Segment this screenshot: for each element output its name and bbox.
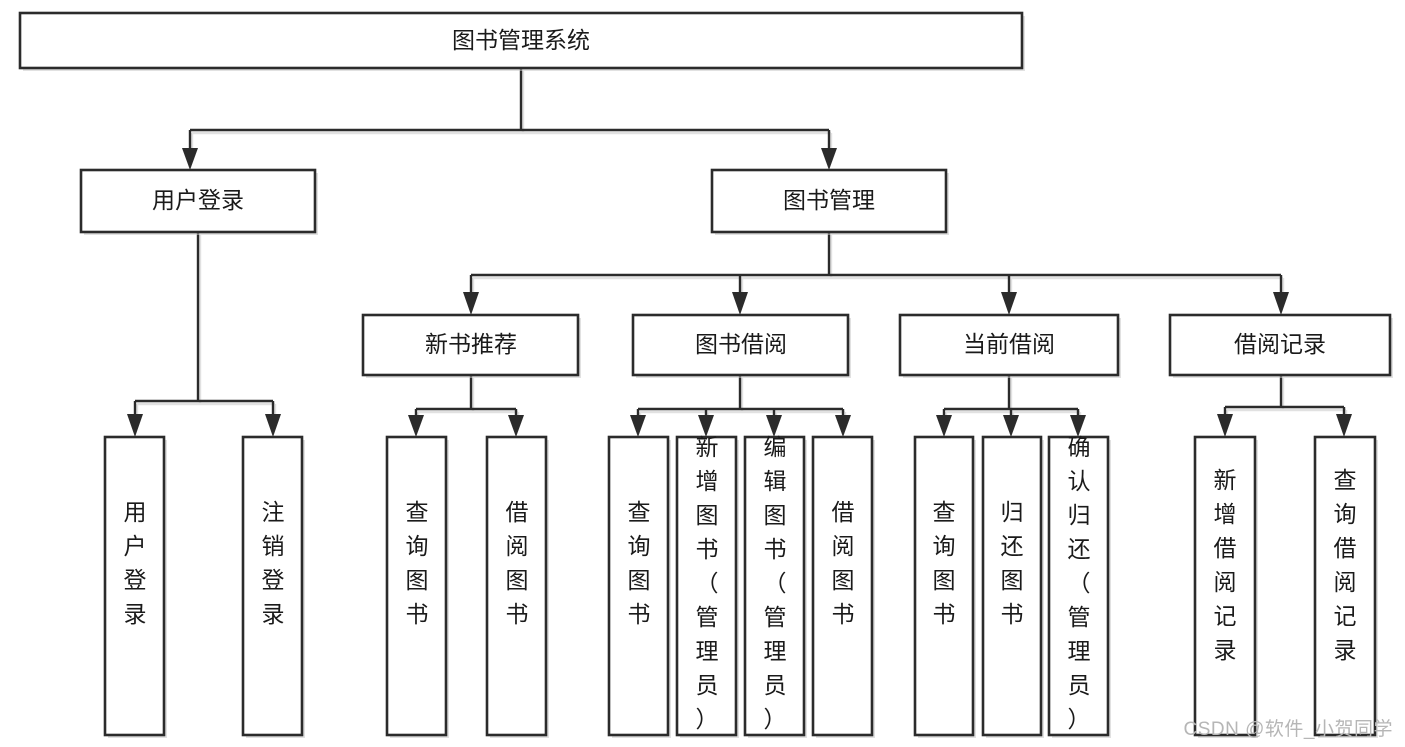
leaf-query-book-recommend-label: 查询图书 <box>406 499 429 627</box>
connector-user-login-to-leaves <box>127 232 281 437</box>
node-root-label: 图书管理系统 <box>452 27 590 53</box>
arrow-to-leaf-edit-book <box>766 415 782 437</box>
leaf-edit-book-label: 编辑图书（管理员） <box>764 434 787 732</box>
leaf-query-book-borrow-label: 查询图书 <box>628 499 651 627</box>
arrow-to-new-book-recommend <box>463 292 479 315</box>
leaf-return-book[interactable]: 归还图书 <box>981 435 1044 738</box>
leaf-add-book[interactable]: 新增图书（管理员） <box>675 434 739 738</box>
leaf-confirm-return-label: 确认归还（管理员） <box>1068 434 1091 732</box>
leaf-logout-label: 注销登录 <box>262 499 285 627</box>
node-book-borrow[interactable]: 图书借阅 <box>631 313 851 378</box>
leaf-edit-book[interactable]: 编辑图书（管理员） <box>743 434 807 738</box>
node-user-login[interactable]: 用户登录 <box>79 168 318 235</box>
connector-book-borrow-to-leaves <box>630 375 851 437</box>
connector-new-book-to-leaves <box>408 375 524 437</box>
node-borrow-record-label: 借阅记录 <box>1234 331 1326 357</box>
leaf-borrow-book-recommend[interactable]: 借阅图书 <box>485 435 549 738</box>
leaf-user-login[interactable]: 用户登录 <box>103 435 167 738</box>
leaf-add-borrow-record-label: 新增借阅记录 <box>1214 467 1237 663</box>
leaf-query-borrow-record[interactable]: 查询借阅记录 <box>1313 435 1378 738</box>
arrow-to-leaf-logout <box>265 414 281 437</box>
connector-layer <box>127 68 1352 437</box>
node-user-login-label: 用户登录 <box>152 187 244 213</box>
arrow-to-book-borrow <box>732 292 748 315</box>
arrow-to-leaf-add-book <box>698 415 714 437</box>
arrow-to-leaf-user-login <box>127 414 143 437</box>
arrow-to-leaf-return-book <box>1003 415 1019 437</box>
arrow-to-leaf-borrow-book-2 <box>835 415 851 437</box>
leaf-query-book-recommend[interactable]: 查询图书 <box>385 435 449 738</box>
connector-book-manage-to-level2 <box>463 232 1289 315</box>
node-borrow-record[interactable]: 借阅记录 <box>1168 313 1393 378</box>
arrow-to-current-borrow <box>1001 292 1017 315</box>
leaf-logout[interactable]: 注销登录 <box>241 435 305 738</box>
leaf-confirm-return[interactable]: 确认归还（管理员） <box>1047 434 1111 738</box>
connector-current-borrow-to-leaves <box>936 375 1086 437</box>
leaf-add-book-label: 新增图书（管理员） <box>696 434 719 732</box>
arrow-to-leaf-borrow-book-1 <box>508 415 524 437</box>
node-new-book-recommend-label: 新书推荐 <box>425 331 517 357</box>
csdn-watermark: CSDN @软件_小贺同学 <box>1183 719 1393 740</box>
leaf-query-borrow-record-label: 查询借阅记录 <box>1334 467 1357 663</box>
connector-borrow-record-to-leaves <box>1217 375 1352 437</box>
arrow-to-leaf-query-book-2 <box>630 415 646 437</box>
leaf-borrow-book[interactable]: 借阅图书 <box>811 435 875 738</box>
leaf-query-book-current-label: 查询图书 <box>933 499 956 627</box>
leaf-add-borrow-record[interactable]: 新增借阅记录 <box>1193 435 1258 738</box>
leaf-query-book-current[interactable]: 查询图书 <box>913 435 976 738</box>
node-root-book-management-system[interactable]: 图书管理系统 <box>18 11 1025 71</box>
arrow-to-borrow-record <box>1273 292 1289 315</box>
arrow-to-user-login <box>182 148 198 170</box>
node-new-book-recommend[interactable]: 新书推荐 <box>361 313 581 378</box>
node-current-borrow[interactable]: 当前借阅 <box>898 313 1121 378</box>
leaf-query-book-borrow[interactable]: 查询图书 <box>607 435 671 738</box>
node-book-borrow-label: 图书借阅 <box>695 331 787 357</box>
node-book-management[interactable]: 图书管理 <box>710 168 949 235</box>
node-current-borrow-label: 当前借阅 <box>963 331 1055 357</box>
node-book-management-label: 图书管理 <box>783 187 875 213</box>
leaf-borrow-book-recommend-label: 借阅图书 <box>506 499 529 627</box>
leaf-user-login-label: 用户登录 <box>124 499 147 627</box>
leaf-borrow-book-label: 借阅图书 <box>832 499 855 627</box>
arrow-to-leaf-query-book-1 <box>408 415 424 437</box>
arrow-to-leaf-add-record <box>1217 414 1233 437</box>
leaf-return-book-label: 归还图书 <box>1001 499 1024 627</box>
arrow-to-leaf-confirm-return <box>1070 415 1086 437</box>
connector-root-to-level1 <box>182 68 837 170</box>
arrow-to-book-manage <box>821 148 837 170</box>
arrow-to-leaf-query-book-3 <box>936 415 952 437</box>
arrow-to-leaf-query-record <box>1336 414 1352 437</box>
